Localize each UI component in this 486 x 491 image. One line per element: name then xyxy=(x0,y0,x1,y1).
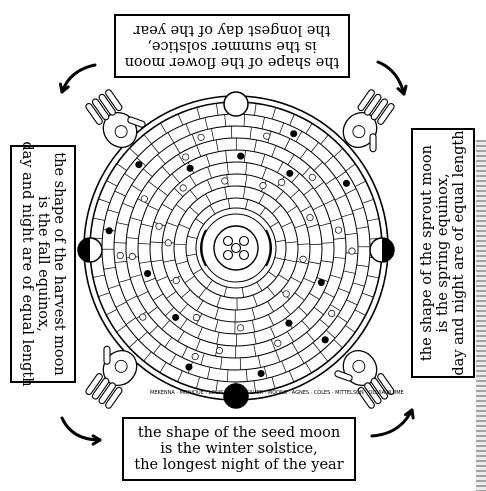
moon-phase-dot xyxy=(260,182,266,188)
moon-phase-dot xyxy=(129,253,135,259)
moon-phase-dot xyxy=(335,227,341,233)
moon-phase-dot xyxy=(144,270,150,276)
moon-phase-dot xyxy=(186,364,192,370)
moon-phase-dot xyxy=(117,252,123,258)
spring-line-1: the shape of the sprout moon xyxy=(419,145,435,361)
moon-phase-dot xyxy=(187,165,193,171)
moon-phase-dot xyxy=(216,347,222,353)
moon-phase-dot xyxy=(287,170,293,176)
moon-phase-dot xyxy=(300,256,306,262)
arrow-bottom-left-icon xyxy=(62,418,100,444)
moon-phase-dot xyxy=(283,291,289,297)
moon-phase-dot xyxy=(180,185,186,191)
winter-solstice-label: the shape of the seed moon is the winter… xyxy=(122,417,356,481)
arrow-top-right-icon xyxy=(378,62,406,94)
moon-phase-dot xyxy=(140,314,146,320)
thumb-shape xyxy=(370,134,376,152)
paper-edge-texture xyxy=(476,140,486,491)
moon-phase-dot xyxy=(172,314,178,320)
moon-phase-dot xyxy=(307,214,313,220)
moon-phase-dot xyxy=(349,248,355,254)
moon-phase-dot xyxy=(275,340,281,346)
moon-phase-dot xyxy=(329,310,335,316)
summer-line-1: the shape of the flower moon xyxy=(125,54,340,70)
fall-line-1: the shape of the harvest moon xyxy=(51,152,67,375)
moon-phase-dot xyxy=(106,228,112,234)
moon-phase-dot xyxy=(322,337,328,343)
moon-phase-dot xyxy=(156,223,162,229)
moon-phase-dot xyxy=(343,180,349,186)
winter-line-1: the shape of the seed moon xyxy=(138,425,340,441)
moon-phase-dot xyxy=(309,174,315,180)
half-moon-right-shade xyxy=(382,238,394,262)
fall-line-3: day and night are of equal length xyxy=(19,141,35,386)
arrow-bottom-right-icon xyxy=(372,410,413,436)
moon-phase-dot xyxy=(192,353,198,359)
winter-line-2: is the winter solstice, xyxy=(160,441,317,457)
half-moon-left-shade xyxy=(78,238,90,262)
moon-phase-dot xyxy=(136,161,142,167)
moon-phase-dot xyxy=(198,134,204,140)
seed-icon xyxy=(224,251,233,260)
moon-phase-dot xyxy=(286,320,292,326)
moon-phase-dot xyxy=(238,153,244,159)
moon-phase-dot xyxy=(141,196,147,202)
seed-icon xyxy=(232,244,241,253)
summer-line-2: is the summer solstice, xyxy=(147,38,316,54)
summer-line-3: the longest day of the year xyxy=(134,22,331,38)
seed-icon xyxy=(240,251,249,260)
spring-line-2: is the spring equinox, xyxy=(435,173,451,332)
spring-equinox-label: the shape of the sprout moon is the spri… xyxy=(411,128,475,378)
full-moon-icon xyxy=(224,92,248,116)
arrow-top-left-icon xyxy=(60,65,95,92)
moon-phase-dot xyxy=(318,279,324,285)
thumb-shape xyxy=(104,346,110,364)
moon-phase-dot xyxy=(173,277,179,283)
summer-solstice-label: the shape of the flower moon is the summ… xyxy=(114,14,350,78)
seed-icon xyxy=(224,237,233,246)
moon-phase-dot xyxy=(237,325,243,331)
moon-phase-dot xyxy=(278,179,284,185)
moon-phase-dot xyxy=(182,154,188,160)
fall-line-2: is the fall equinox, xyxy=(35,196,51,332)
spring-line-3: day and night are of equal length xyxy=(451,130,467,375)
moon-phase-dot xyxy=(258,370,264,376)
seed-icon xyxy=(240,237,249,246)
moon-phase-dot xyxy=(290,131,296,137)
fall-equinox-label: the shape of the harvest moon is the fal… xyxy=(10,145,76,383)
winter-line-3: the longest night of the year xyxy=(134,457,343,473)
rim-names-text: MEKENNA · MONIQUE · LOUIS · WHITE SILVER… xyxy=(150,390,404,396)
moon-phase-dot xyxy=(264,133,270,139)
moon-phase-dot xyxy=(165,240,171,246)
moon-phase-dot xyxy=(193,314,199,320)
moon-phase-dot xyxy=(222,178,228,184)
new-moon-icon xyxy=(224,384,248,408)
